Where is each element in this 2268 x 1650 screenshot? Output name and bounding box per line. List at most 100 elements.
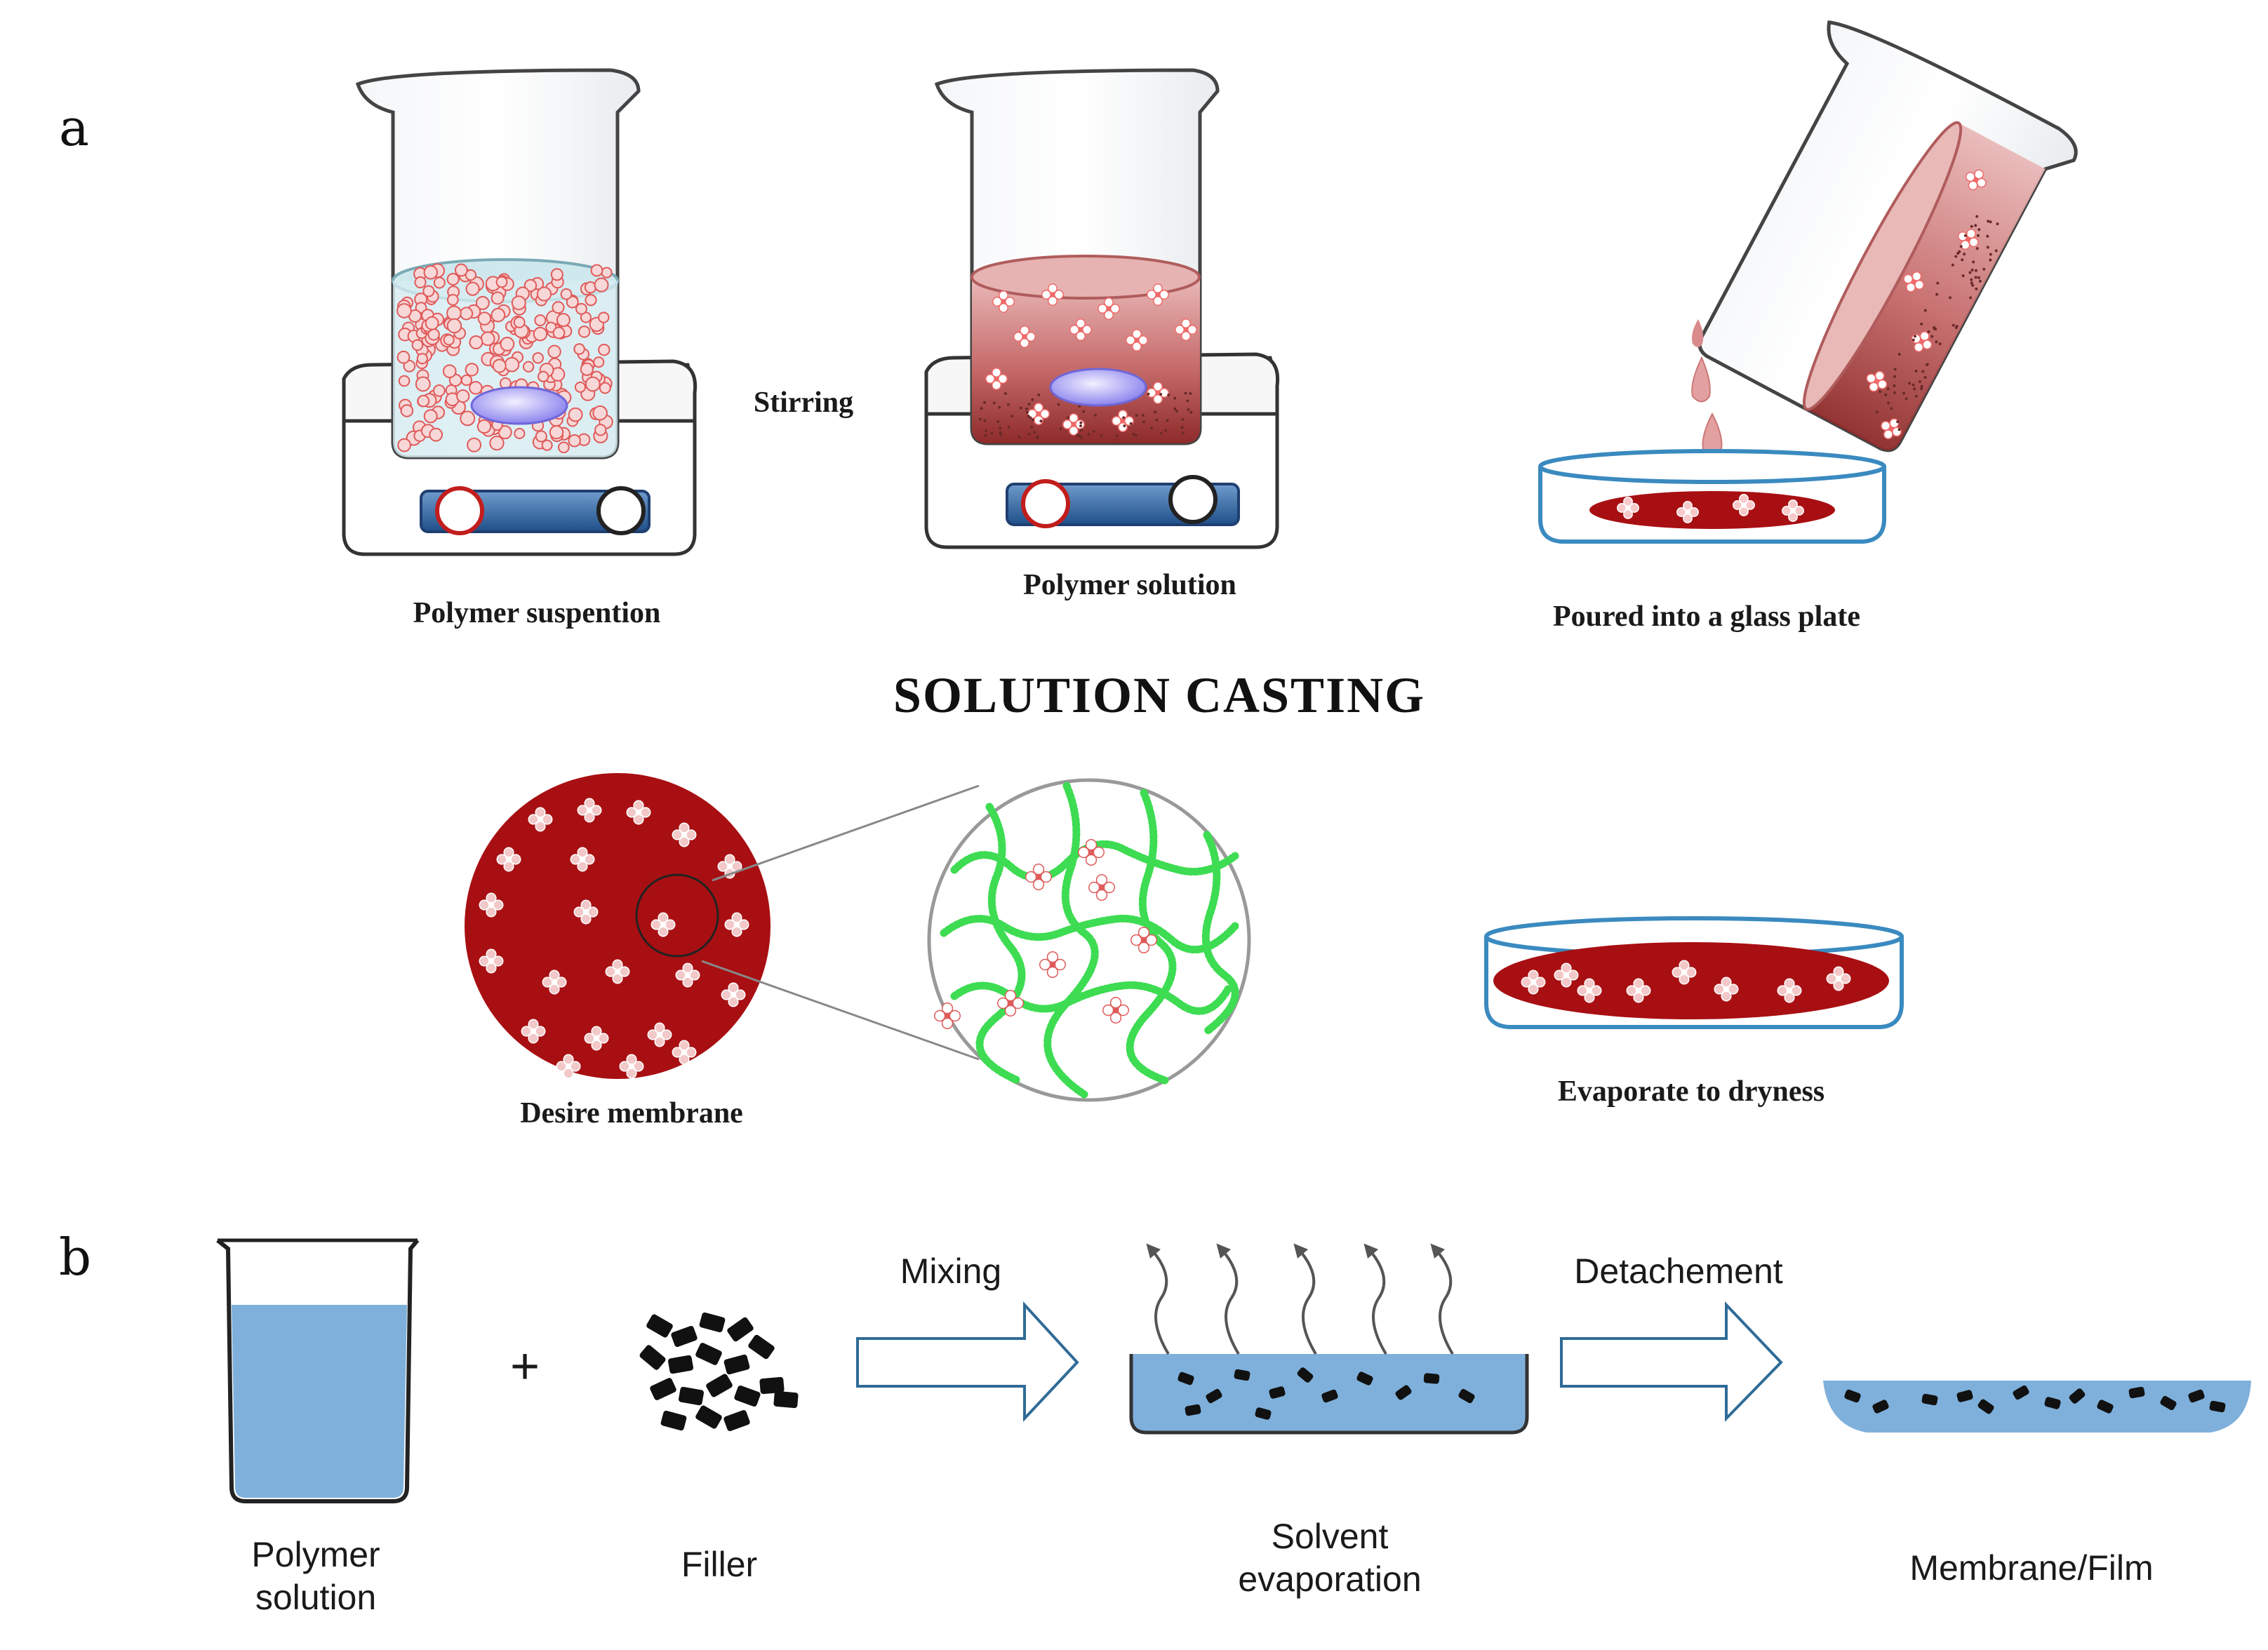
bubble xyxy=(396,350,411,364)
filler-block xyxy=(678,1386,705,1406)
bubble xyxy=(537,370,549,382)
speck xyxy=(984,434,987,437)
speck xyxy=(1189,410,1193,414)
speck xyxy=(1155,419,1159,422)
dish-poured-particles xyxy=(1617,494,1804,523)
particle xyxy=(570,847,595,872)
speck xyxy=(1913,387,1916,391)
bubble xyxy=(552,326,566,340)
speck xyxy=(1920,322,1923,326)
speck xyxy=(992,401,996,405)
petri-dish-evaporate xyxy=(1484,916,1904,1029)
beaker-pouring xyxy=(1697,20,2078,452)
bubble xyxy=(533,326,548,342)
speck xyxy=(1029,416,1032,420)
beaker-solution xyxy=(934,68,1220,445)
speck xyxy=(1912,338,1915,342)
bubble xyxy=(454,263,468,277)
particle xyxy=(1782,499,1804,522)
speck xyxy=(1958,250,1961,253)
filler-block xyxy=(650,1378,676,1400)
speck xyxy=(1142,420,1145,424)
speck xyxy=(1918,380,1921,383)
bubble xyxy=(465,281,480,296)
bubble xyxy=(500,337,515,351)
membrane-film xyxy=(1823,1381,2251,1433)
particle xyxy=(1013,326,1036,348)
particle xyxy=(1965,169,1987,191)
beaker-polymer-solution xyxy=(216,1238,420,1503)
particle xyxy=(577,798,602,823)
particle xyxy=(1088,874,1115,901)
bubble xyxy=(594,424,607,436)
particle xyxy=(985,368,1008,390)
speck xyxy=(1186,399,1189,403)
particle xyxy=(1903,271,1925,293)
label-membrane-film: Membrane/Film xyxy=(1909,1548,2154,1588)
pour-drops xyxy=(1691,319,1723,459)
speck xyxy=(999,431,1002,434)
speck xyxy=(1027,415,1030,418)
speck xyxy=(1141,414,1145,417)
speck xyxy=(999,433,1003,436)
dish-filler-particles xyxy=(1178,1367,1475,1420)
speck xyxy=(1978,279,1982,283)
detachement-arrow xyxy=(1560,1301,1783,1422)
particle xyxy=(1126,329,1148,351)
speck xyxy=(1961,258,1964,262)
filler-block xyxy=(1977,1399,1994,1414)
bubble xyxy=(592,405,608,421)
panel-label-a: a xyxy=(59,98,89,157)
bubble xyxy=(414,276,427,288)
label-polymer-solution-b: Polymer solution xyxy=(251,1535,380,1617)
speck xyxy=(1974,269,1977,272)
speck xyxy=(1952,323,1955,327)
speck xyxy=(985,429,988,433)
filler-block xyxy=(2188,1389,2205,1403)
polymer-network-zoom xyxy=(927,778,1251,1102)
filler-block xyxy=(2013,1385,2029,1400)
bubble xyxy=(415,376,431,392)
bubble xyxy=(477,311,492,326)
vapor-arrow xyxy=(1293,1243,1317,1355)
filler-block xyxy=(695,1343,722,1365)
speck xyxy=(1092,429,1095,433)
label-filler: Filler xyxy=(681,1545,758,1584)
speck xyxy=(1897,428,1901,431)
speck xyxy=(1033,431,1036,434)
speck xyxy=(1936,281,1940,285)
speck xyxy=(1147,392,1150,396)
speck xyxy=(1134,434,1138,437)
filler-block xyxy=(1458,1388,1475,1404)
speck xyxy=(1970,268,1974,271)
particle xyxy=(619,1054,644,1079)
speck xyxy=(1154,410,1157,414)
beaker-suspension xyxy=(355,68,641,460)
speck xyxy=(1972,260,1975,264)
filler-block xyxy=(727,1317,754,1342)
particle xyxy=(721,982,746,1007)
polymer-chains xyxy=(934,782,1239,1099)
bubble xyxy=(460,410,476,427)
speck xyxy=(1893,384,1896,387)
speck xyxy=(1082,410,1086,413)
speck xyxy=(1150,426,1154,429)
bubble xyxy=(467,437,482,452)
bubble xyxy=(535,430,547,443)
particle xyxy=(651,912,676,937)
particle xyxy=(1025,864,1052,890)
filler-block xyxy=(1178,1371,1194,1386)
speck xyxy=(1181,417,1185,421)
particle xyxy=(992,290,1015,313)
chain xyxy=(950,981,1232,1015)
speck xyxy=(990,431,994,435)
speck xyxy=(1059,427,1062,431)
particle xyxy=(1102,997,1129,1024)
particle xyxy=(1672,960,1697,985)
speck xyxy=(1905,397,1908,401)
speck xyxy=(1079,429,1083,432)
bubble xyxy=(541,439,553,451)
particle xyxy=(1112,410,1134,432)
filler-block xyxy=(2128,1386,2145,1399)
